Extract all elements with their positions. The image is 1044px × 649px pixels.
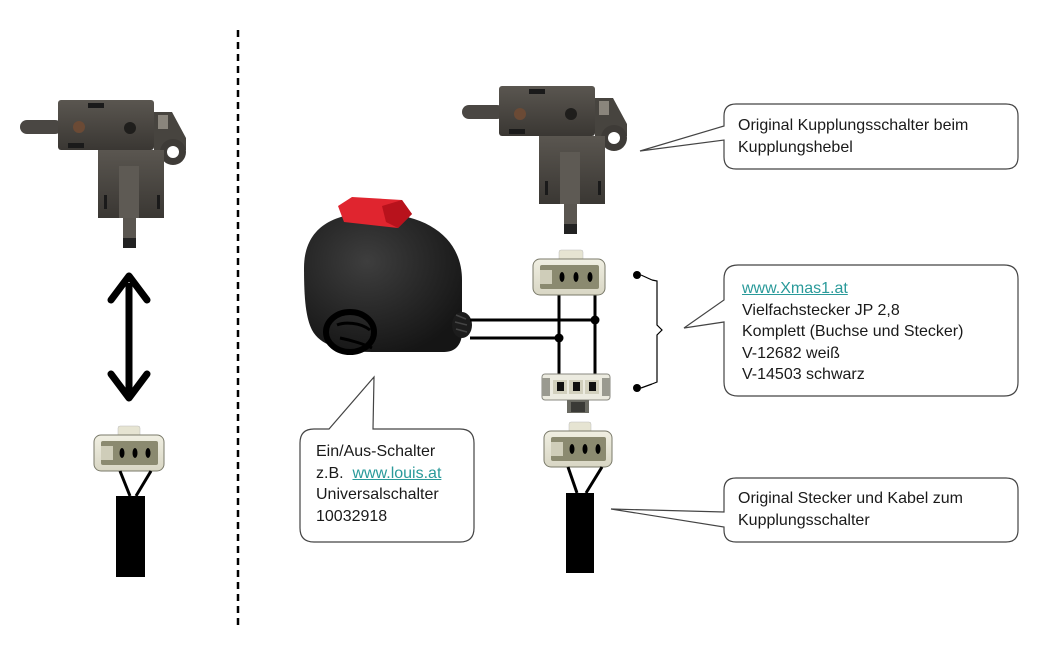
right-cable [566,466,604,573]
callout-line: Komplett (Buchse und Stecker) [742,323,964,340]
callout-line: V-14503 schwarz [742,366,865,383]
xmas1-link[interactable]: www.Xmas1.at [742,280,848,297]
callout-multi-connector: www.Xmas1.at Vielfachstecker JP 2,8 Komp… [742,278,963,386]
callout-original-plug: Original Stecker und Kabel zum Kupplungs… [738,488,963,531]
double-arrow-icon [107,272,151,402]
callout-line: Original Kupplungsschalter beim [738,117,969,134]
connector-socket [532,249,606,296]
louis-link[interactable]: www.louis.at [352,464,442,482]
callout-line: Kupplungsschalter [738,511,870,529]
left-cable [116,470,153,577]
callout-line: Kupplungshebel [738,138,853,156]
wire-junction [590,315,600,325]
callout-clutch-switch-bubble [639,103,1019,170]
callout-original-plug-bubble [610,477,1019,543]
callout-line: Universalschalter [316,486,439,503]
wire-junction [554,333,564,343]
left-clutch-switch [20,100,186,248]
callout-clutch-switch: Original Kupplungsschalter beim Kupplung… [738,115,968,158]
callout-line: V-12682 weiß [742,344,840,362]
left-connector-plug [93,425,165,472]
connector-plug [541,373,611,413]
callout-multi-connector-bubble [683,264,1019,397]
right-original-plug [543,421,613,468]
callout-line: Vielfachstecker JP 2,8 [742,301,900,319]
callout-line: z.B. www.louis.at [316,463,441,485]
on-off-switch [304,197,472,355]
bracket [633,271,663,392]
callout-on-off-switch-bubble [299,375,475,543]
wiring [470,295,600,378]
callout-line: Original Stecker und Kabel zum [738,490,963,507]
callout-line: 10032918 [316,507,388,525]
callout-prefix: z.B. [316,464,349,482]
callout-line: Ein/Aus-Schalter [316,443,436,460]
right-clutch-switch [462,86,627,234]
callout-on-off-switch: Ein/Aus-Schalter z.B. www.louis.at Unive… [316,441,441,527]
